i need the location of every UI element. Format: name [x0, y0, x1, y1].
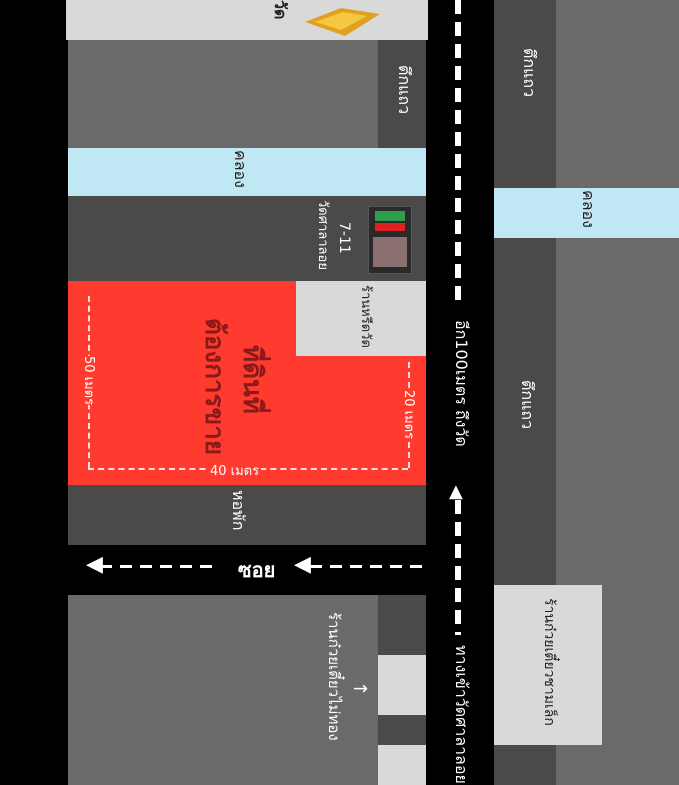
- noodle-right-label: ร้านก๋วยเตี๋ยวชามเล็ก: [541, 598, 557, 726]
- temple-sala-loi-label: วัดศาลาลอย: [315, 200, 330, 270]
- soi-label: ซอย: [238, 558, 276, 582]
- seven-eleven-photo: [368, 206, 412, 274]
- noodle-left-shop-1: [378, 655, 426, 715]
- canal-right: [494, 188, 679, 238]
- road-dash-bottom: [455, 500, 461, 635]
- road-label-top: อีก100เมตร ถึงวัด: [452, 320, 471, 447]
- seven-eleven-label: 7-11: [336, 222, 352, 254]
- temple-pagoda-icon: [305, 0, 380, 36]
- shophouse-left-strip: [378, 40, 426, 148]
- dim-20-label: 20 เมตร: [398, 390, 419, 440]
- shophouse-left-label: ตึกแถว: [395, 65, 414, 115]
- canal-left: [68, 148, 426, 196]
- soi-arrow-left-icon: ◀: [86, 552, 103, 577]
- shophouse-right-top-label: ตึกแถว: [520, 48, 539, 98]
- canal-right-label: คลอง: [579, 190, 598, 228]
- road-arrow-up-icon: ▲: [449, 481, 463, 502]
- soi-dash-right: [310, 565, 428, 568]
- road-label-bottom: ทางเข้าวัดศาลาลอย: [452, 645, 471, 784]
- noodle-right-shop: [494, 585, 602, 745]
- dorm-block: [68, 485, 426, 545]
- shophouse-left-block: [68, 40, 378, 148]
- road-dash-top: [455, 0, 461, 300]
- noodle-left-label: ร้านก๋วยเตี๋ยวไม่ทอง: [325, 612, 343, 741]
- seven-eleven-lot: [68, 196, 426, 281]
- temple-shop-lot: [296, 281, 426, 356]
- canal-left-label: คลอง: [231, 150, 250, 188]
- temple-shop-label: ร้านหรีดวัด: [358, 285, 373, 348]
- land-title: ที่ดินที่: [237, 345, 267, 414]
- dorm-label: หอพัก: [229, 490, 248, 531]
- noodle-left-lot: [68, 595, 378, 785]
- temple-label: วัด: [271, 0, 290, 20]
- soi-dash-left: [100, 565, 220, 568]
- land-subtitle: ต้องการขาย: [199, 318, 229, 456]
- dim-50-label: 50 เมตร: [78, 356, 99, 406]
- soi-arrow-right-icon: ◀: [294, 552, 311, 577]
- dim-40-label: 40 เมตร: [208, 460, 262, 481]
- noodle-left-shop-2: [378, 745, 426, 785]
- shophouse-right-mid-label: ตึกแถว: [518, 380, 537, 430]
- noodle-arrow-up-icon: ↑: [349, 680, 371, 697]
